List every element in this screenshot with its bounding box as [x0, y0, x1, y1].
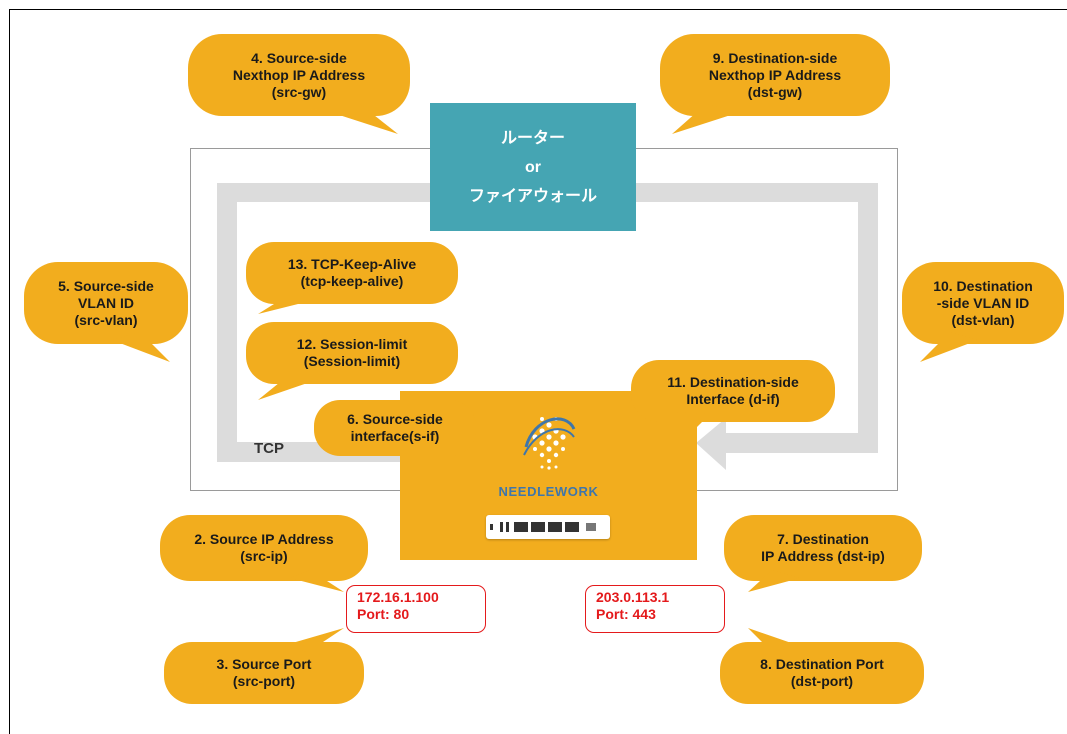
return-lane-left — [217, 183, 237, 462]
source-address-box: 172.16.1.100 Port: 80 — [346, 585, 486, 633]
callout-src-ip-bubble — [160, 515, 368, 592]
callout-src-vlan-line3: (src-vlan) — [74, 311, 138, 328]
callout-dst-vlan-bubble — [902, 262, 1064, 362]
callout-session-limit-line1: 12. Session-limit — [296, 336, 408, 352]
destination-ip-value: 203.0.113.1 — [596, 589, 670, 605]
callout-src-ip-line1: 2. Source IP Address — [194, 531, 334, 547]
callout-src-gw: 4. Source-side Nexthop IP Address (src-g… — [188, 34, 410, 116]
callout-dst-if-line2: Interface (d-if) — [686, 391, 780, 407]
source-ip-value: 172.16.1.100 — [357, 589, 439, 605]
callout-dst-gw-line2: Nexthop IP Address — [708, 66, 842, 83]
callout-dst-ip-line1: 7. Destination — [777, 531, 869, 547]
callout-src-port-line1: 3. Source Port — [216, 656, 312, 672]
tcp-flow-label: TCP — [254, 440, 284, 457]
callout-src-if-bubble — [314, 400, 476, 470]
needlework-logo-icon — [523, 417, 576, 470]
callout-tcp-keep-alive: 13. TCP-Keep-Alive (tcp-keep-alive) — [246, 242, 458, 304]
device-brand: NEEDLEWORK — [498, 484, 599, 499]
router-line1: ルーター — [500, 129, 565, 147]
callout-src-vlan-line2: VLAN ID — [78, 294, 134, 311]
callout-dst-port-line2: (dst-port) — [790, 673, 854, 689]
forward-arrowhead — [696, 418, 726, 470]
callout-tcp-keep-alive-line1: 13. TCP-Keep-Alive — [287, 256, 417, 272]
callout-dst-port-bubble — [720, 628, 924, 704]
callout-dst-gw-line1: 9. Destination-side — [712, 49, 838, 66]
destination-address-box: 203.0.113.1 Port: 443 — [585, 585, 725, 633]
callout-dst-port-line1: 8. Destination Port — [760, 656, 884, 672]
callout-src-vlan-line1: 5. Source-side — [58, 277, 154, 294]
appliance-image — [486, 515, 610, 539]
callout-dst-vlan-line1: 10. Destination — [933, 277, 1033, 294]
callout-src-port-bubble — [164, 628, 364, 704]
callout-dst-port: 8. Destination Port (dst-port) — [720, 642, 924, 704]
source-port-value: Port: 80 — [357, 606, 410, 622]
callout-dst-vlan-line3: (dst-vlan) — [951, 311, 1015, 328]
canvas-frame — [9, 9, 1067, 734]
callout-dst-if: 11. Destination-side Interface (d-if) — [631, 360, 835, 422]
callout-src-gw-bubble — [188, 34, 410, 134]
callout-src-if-line1: 6. Source-side — [347, 411, 443, 427]
callout-dst-ip-bubble — [724, 515, 922, 592]
forward-lane-bottom — [720, 433, 878, 453]
callout-dst-ip-line2: IP Address (dst-ip) — [761, 548, 885, 564]
callout-src-gw-line3: (src-gw) — [271, 83, 327, 100]
destination-port-value: Port: 443 — [596, 606, 656, 622]
callout-dst-ip: 7. Destination IP Address (dst-ip) — [724, 515, 922, 581]
callout-src-if-line2: interface(s-if) — [350, 428, 440, 444]
callout-dst-if-bubble — [631, 360, 835, 468]
callout-src-if: 6. Source-side interface(s-if) — [314, 400, 476, 456]
callout-src-port: 3. Source Port (src-port) — [164, 642, 364, 704]
router-line2: or — [525, 158, 541, 176]
callout-src-ip: 2. Source IP Address (src-ip) — [160, 515, 368, 581]
callout-dst-gw: 9. Destination-side Nexthop IP Address (… — [660, 34, 890, 116]
router-line3: ファイアウォール — [468, 187, 597, 205]
callout-dst-if-line1: 11. Destination-side — [667, 374, 799, 390]
callout-src-gw-line2: Nexthop IP Address — [232, 66, 366, 83]
callout-tcp-keep-alive-line2: (tcp-keep-alive) — [300, 273, 404, 289]
callout-dst-vlan-line2: -side VLAN ID — [936, 294, 1030, 311]
callout-dst-gw-line3: (dst-gw) — [747, 83, 803, 100]
callout-src-port-line2: (src-port) — [232, 673, 296, 689]
callout-session-limit-bubble — [246, 322, 458, 400]
callout-src-gw-line1: 4. Source-side — [251, 49, 347, 66]
router-firewall: ルーター or ファイアウォール — [430, 103, 636, 231]
callout-session-limit-line2: (Session-limit) — [303, 353, 401, 369]
forward-lane-right — [858, 183, 878, 453]
callout-session-limit: 12. Session-limit (Session-limit) — [246, 322, 458, 384]
callout-tcp-keep-alive-bubble — [246, 242, 458, 314]
callout-src-vlan: 5. Source-side VLAN ID (src-vlan) — [24, 262, 188, 344]
callout-src-vlan-bubble — [24, 262, 188, 362]
callout-dst-gw-bubble — [660, 34, 890, 134]
callout-src-ip-line2: (src-ip) — [240, 548, 288, 564]
callout-dst-vlan: 10. Destination -side VLAN ID (dst-vlan) — [902, 262, 1064, 344]
